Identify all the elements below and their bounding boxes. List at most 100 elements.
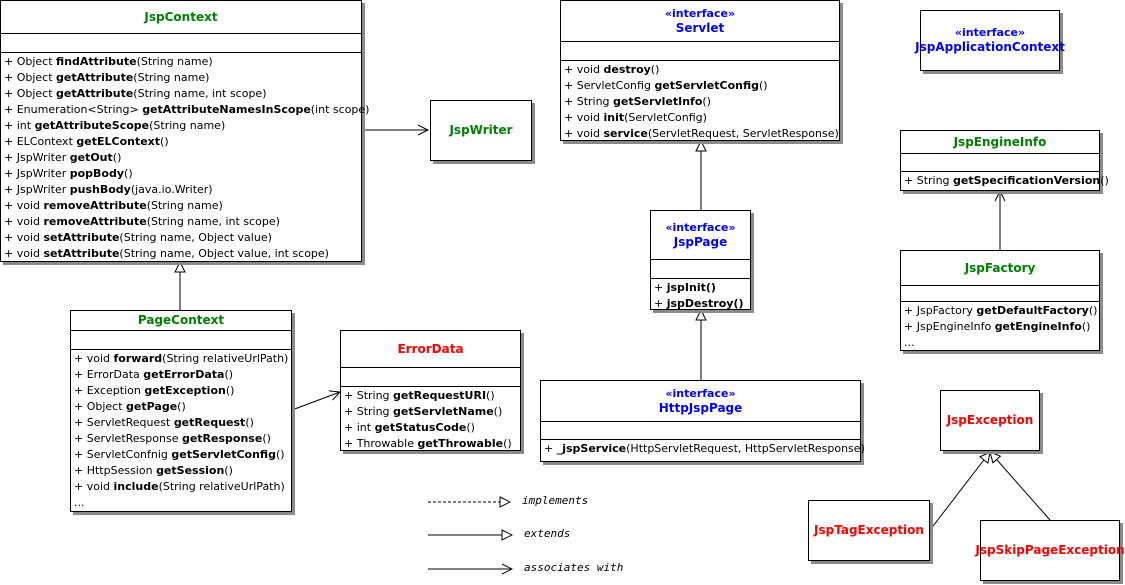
operation-name: popBody: [69, 167, 125, 180]
operation-row: + void include(String relativeUrlPath): [74, 479, 291, 495]
operation-return: + int: [4, 119, 35, 132]
operation-row: + void removeAttribute(String name, int …: [4, 214, 361, 230]
operation-name: destroy: [603, 63, 651, 76]
attributes-section: [561, 42, 839, 61]
operation-return: + String: [904, 174, 954, 187]
operations-list: + Object findAttribute (String name) + Obj…: [1, 53, 369, 262]
operation-name: getThrowable: [417, 437, 504, 450]
operations-list: + void destroy()+ ServletConfig getServl…: [561, 61, 839, 142]
operation-row: + int getStatusCode(): [344, 420, 520, 436]
attributes-section: [901, 286, 1099, 302]
interface-jspapplicationcontext: «interface» JspApplicationContext: [915, 10, 1065, 71]
class-name: JspException: [946, 413, 1034, 427]
operation-name: _jspService: [556, 442, 627, 455]
operation-return: + Enumeration<String>: [4, 103, 143, 116]
operation-return: ...: [904, 336, 915, 349]
operation-return: + Object: [74, 400, 127, 413]
operation-params: (): [486, 389, 495, 402]
operation-row: + void setAttribute(String name, Object …: [4, 230, 361, 246]
operation-row: + JspEngineInfo getEngineInfo(): [904, 319, 1099, 335]
operation-return: + Object: [4, 87, 57, 100]
operations-list: + void forward(String relativeUrlPath)+ …: [71, 350, 291, 511]
stereotype-label: «interface»: [664, 6, 736, 20]
operation-name: jspInit(): [666, 281, 716, 294]
interface-name: Servlet: [675, 20, 725, 35]
operation-return: + String: [344, 389, 394, 402]
operation-row: + JspWriter pushBody(java.io.Writer): [4, 182, 361, 198]
operation-row: + ELContext getELContext(): [4, 134, 361, 150]
operation-name: getAttributeScope: [34, 119, 150, 132]
operation-name: getException: [144, 384, 226, 397]
operation-row: + void removeAttribute(String name): [4, 198, 361, 214]
operation-row: + String getServletName(): [344, 404, 520, 420]
operation-params: (): [225, 384, 235, 397]
class-jsptagexception: JspTagException: [808, 500, 930, 561]
operation-params: (): [124, 167, 133, 180]
operation-return: + ELContext: [4, 135, 77, 148]
jspskippageexception-extends-jspexception: [990, 452, 1051, 521]
operation-row: + Object getAttribute(String name): [4, 70, 361, 86]
interface-servlet: «interface» Servlet + void destroy()+ Se…: [560, 0, 840, 141]
operation-name: getResponse: [181, 432, 263, 445]
operation-return: +: [544, 442, 557, 455]
class-jspexception: JspException: [940, 390, 1040, 451]
class-jspskippageexception: JspSkipPageException: [975, 520, 1125, 581]
operation-name: findAttribute: [56, 55, 137, 68]
operation-row: + JspFactory getDefaultFactory(): [904, 303, 1099, 319]
operations-list: + JspFactory getDefaultFactory()+ JspEng…: [901, 302, 1099, 351]
operation-name: getAttributeNamesInScope: [142, 103, 311, 116]
operation-params: (String name): [146, 199, 223, 212]
operation-return: + Exception: [74, 384, 145, 397]
operation-return: + void: [564, 111, 604, 124]
operation-row: + HttpSession getSession(): [74, 463, 291, 479]
operation-params: (): [177, 400, 186, 413]
class-name: JspContext: [144, 9, 218, 24]
operation-return: + void: [4, 247, 44, 260]
operation-name: removeAttribute: [43, 199, 147, 212]
operation-name: getStatusCode: [374, 421, 467, 434]
class-jspwriter: JspWriter: [430, 100, 532, 161]
operation-row: + ErrorData getErrorData(): [74, 367, 291, 383]
operation-row: + void setAttribute(String name, Object …: [4, 246, 361, 262]
operation-name: getAttribute: [56, 87, 134, 100]
operation-return: + JspFactory: [904, 304, 977, 317]
operation-params: (String relativeUrlPath): [162, 352, 289, 365]
operation-name: getPage: [126, 400, 178, 413]
operation-row: + ServletRequest getRequest(): [74, 415, 291, 431]
operation-row: + jspDestroy(): [654, 296, 750, 312]
operation-params: (): [493, 405, 503, 418]
operation-name: getSpecificationVersion: [953, 174, 1101, 187]
operation-name: setAttribute: [43, 247, 120, 260]
legend-implements-label: implements: [522, 494, 589, 507]
operation-return: + JspEngineInfo: [904, 320, 995, 333]
operation-params: (): [275, 448, 285, 461]
attributes-section: [341, 368, 520, 387]
operation-row: + ServletConfnig getServletConfig(): [74, 447, 291, 463]
operation-return: + ServletConfig: [564, 79, 655, 92]
stereotype-label: «interface»: [954, 26, 1026, 39]
operation-params: (ServletRequest, ServletResponse): [647, 127, 839, 140]
operation-return: + void: [74, 480, 114, 493]
attributes-section: [71, 331, 291, 350]
operation-row: + Object getPage(): [74, 399, 291, 415]
operation-row: + Object getAttribute(String name, int s…: [4, 86, 361, 102]
operation-row: ...: [74, 495, 291, 511]
operation-return: + ServletConfnig: [74, 448, 172, 461]
operation-return: + String: [344, 405, 394, 418]
jsptagexception-extends-jspexception: [929, 452, 990, 531]
operation-params: (): [224, 464, 233, 477]
operation-return: + ServletRequest: [74, 416, 174, 429]
operation-row: + ServletConfig getServletConfig(): [564, 78, 839, 94]
class-jspfactory: JspFactory + JspFactory getDefaultFactor…: [900, 250, 1100, 351]
stereotype-label: «interface»: [665, 386, 736, 400]
attributes-section: [1, 34, 361, 53]
operation-params: (): [160, 135, 169, 148]
operation-params: (HttpServletRequest, HttpServletResponse…: [626, 442, 865, 455]
operation-return: + JspWriter: [4, 167, 70, 180]
operation-params: (ServletConfig): [624, 111, 707, 124]
class-pagecontext: PageContext + void forward(String relati…: [70, 310, 292, 512]
operation-return: + Throwable: [344, 437, 418, 450]
operation-params: (String name): [149, 119, 226, 132]
operation-return: + void: [4, 231, 44, 244]
